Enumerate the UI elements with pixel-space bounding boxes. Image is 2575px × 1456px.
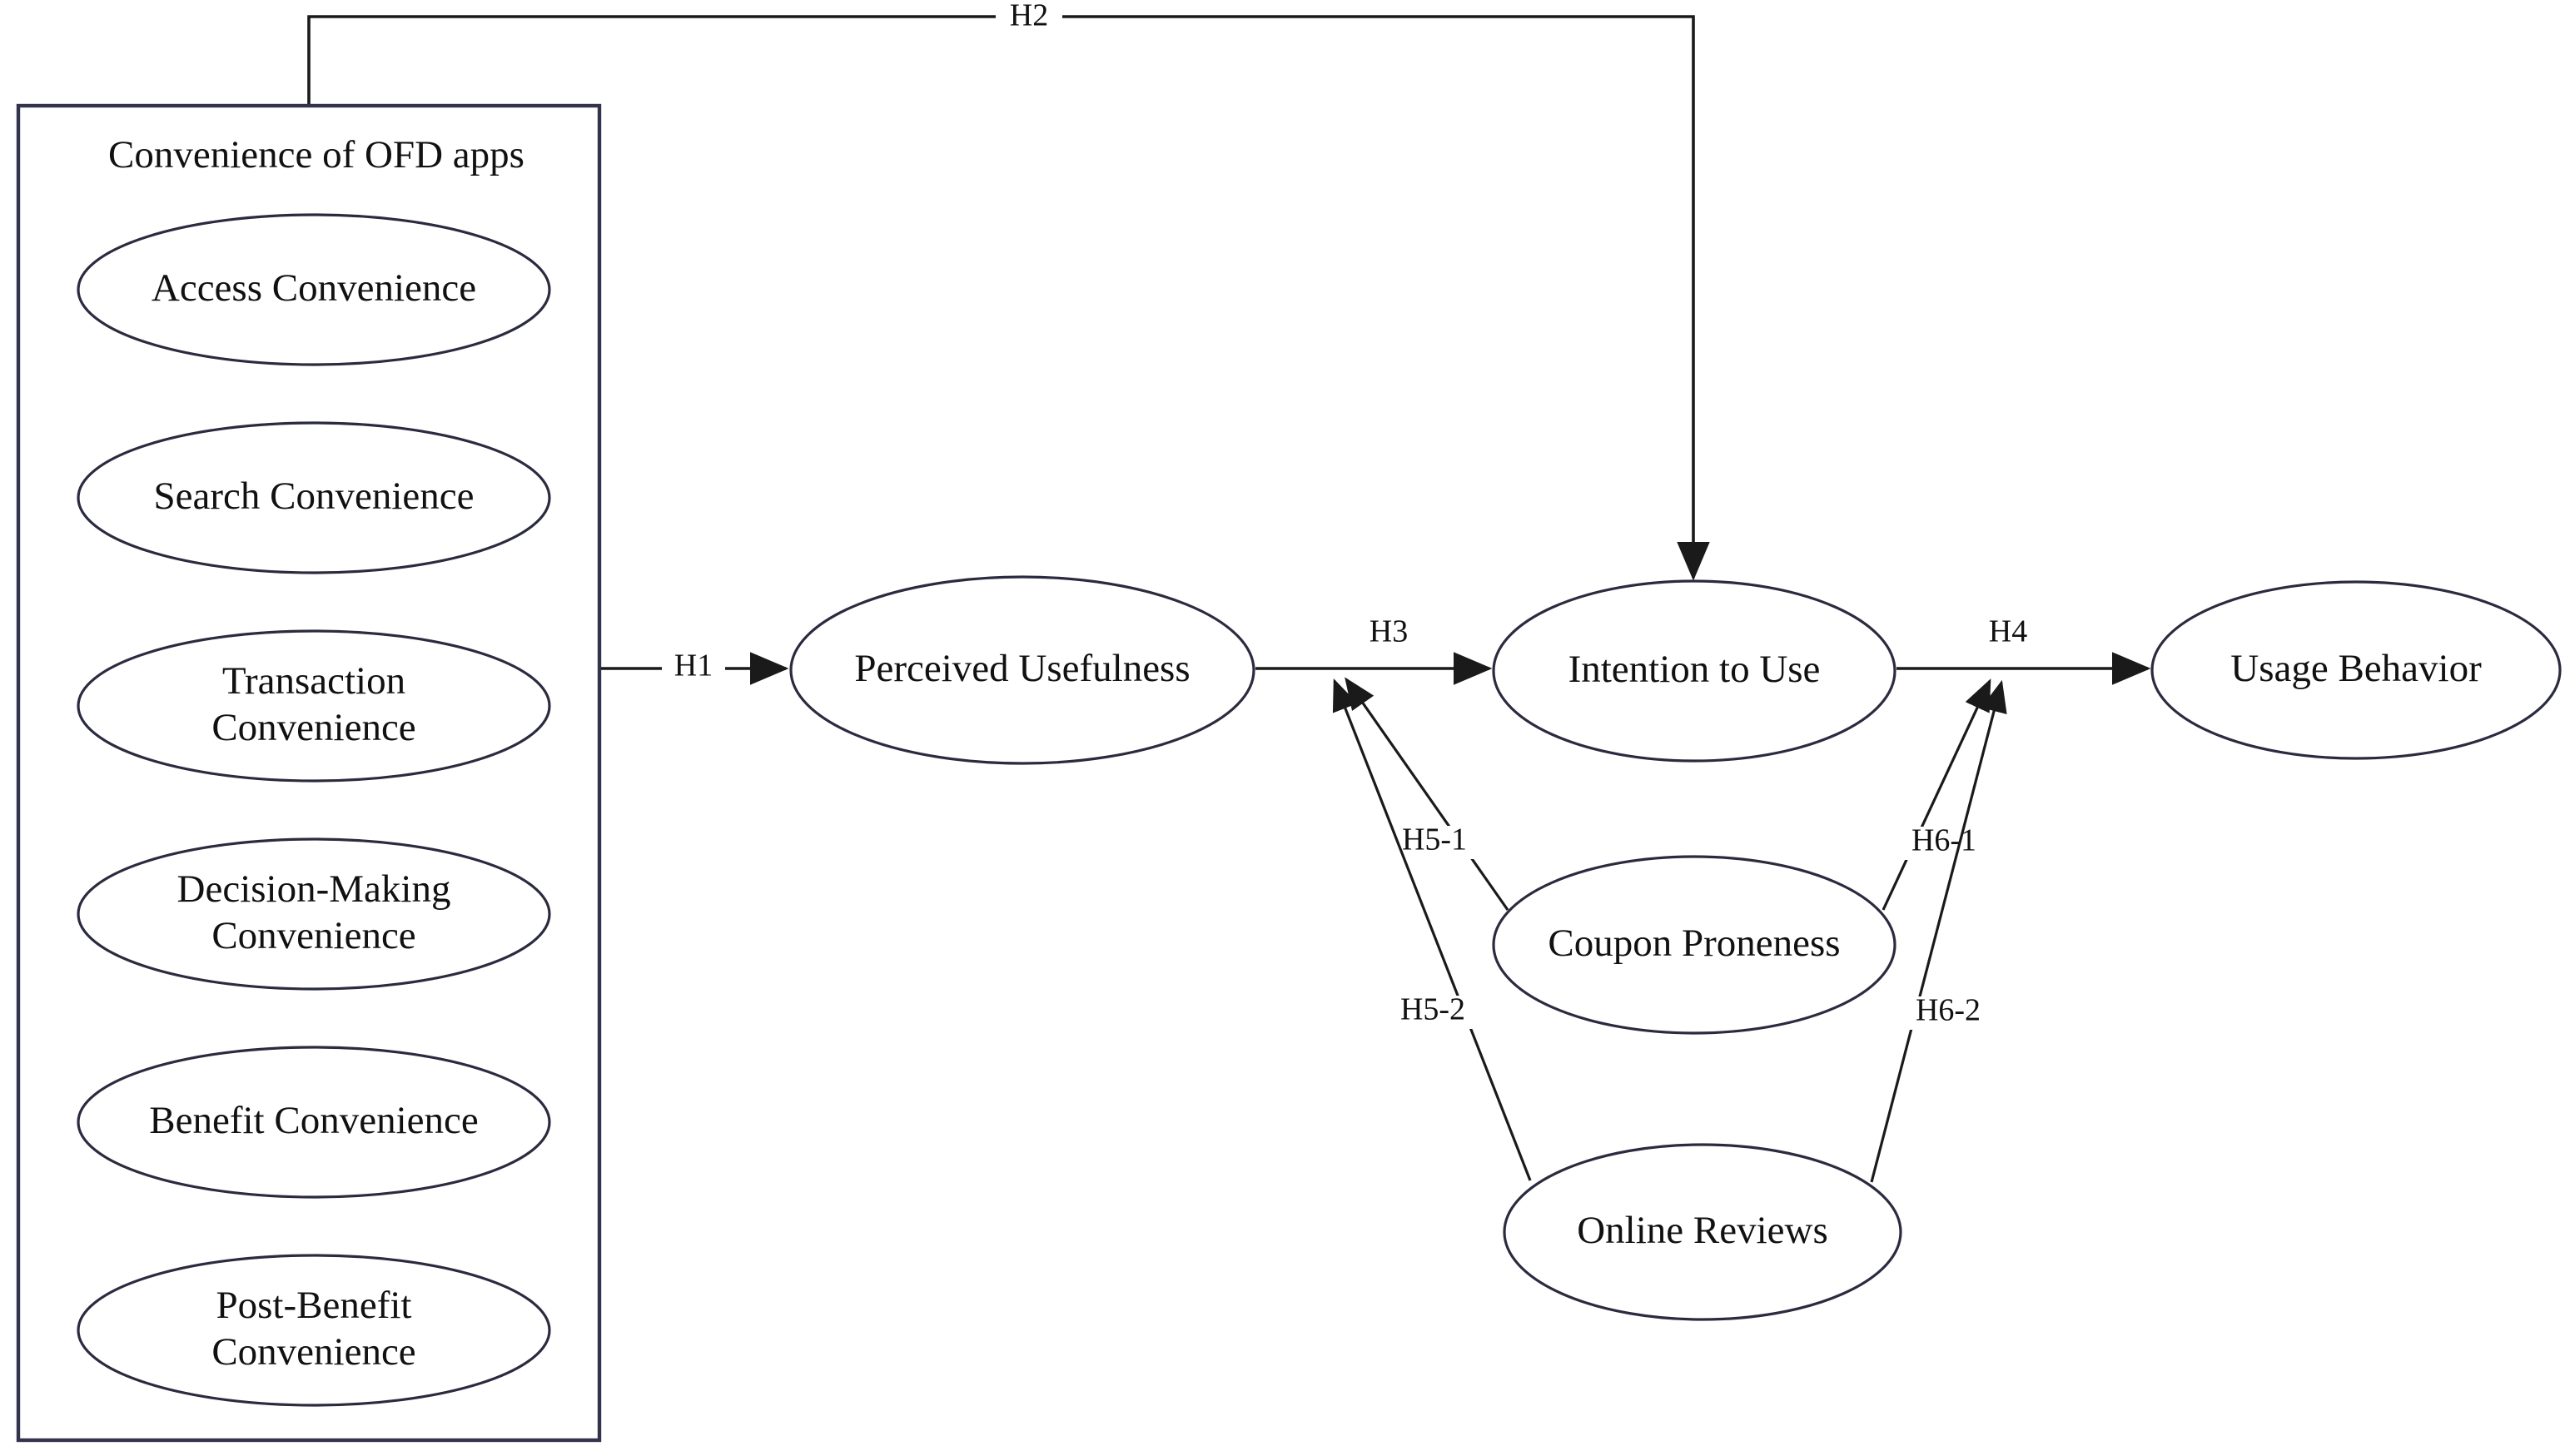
label-coupon-proneness: Coupon Proneness	[1548, 922, 1840, 965]
edge-h6-1-path	[1882, 678, 1991, 911]
ellipse-online-reviews[interactable]	[1503, 1143, 1902, 1321]
edge-h6-1-label-backdrop	[1891, 827, 1996, 860]
node-perceived-usefulness[interactable]: Perceived Usefulness	[789, 575, 1255, 765]
node-coupon-proneness[interactable]: Coupon Proneness	[1492, 855, 1896, 1035]
edge-h2-label: H2	[1010, 0, 1048, 33]
label-usage-behavior: Usage Behavior	[2230, 647, 2482, 690]
edge-h6-2-label: H6-2	[1916, 993, 1981, 1028]
ellipse-search-convenience[interactable]	[77, 421, 551, 574]
label-benefit-convenience: Benefit Convenience	[149, 1099, 478, 1142]
edge-h4-label: H4	[1989, 614, 2027, 649]
edge-h5-1-label: H5-1	[1402, 822, 1467, 857]
group-item-post-benefit[interactable]: Post-Benefit Convenience	[77, 1254, 551, 1407]
label-transaction-convenience-line2: Convenience	[211, 706, 415, 749]
label-post-benefit-convenience-line2: Convenience	[211, 1330, 415, 1374]
group-item-access[interactable]: Access Convenience	[77, 213, 551, 366]
edge-h6-2-path	[1870, 679, 2007, 1183]
group-item-search[interactable]: Search Convenience	[77, 421, 551, 574]
node-online-reviews[interactable]: Online Reviews	[1503, 1143, 1902, 1321]
node-intention-to-use[interactable]: Intention to Use	[1492, 579, 1896, 763]
label-decision-making-convenience-line1: Decision-Making	[177, 867, 451, 911]
ellipse-intention-to-use[interactable]	[1492, 579, 1896, 763]
edge-h6-2-label-backdrop	[1896, 996, 2001, 1030]
label-decision-making-convenience-line2: Convenience	[211, 914, 415, 957]
label-post-benefit-convenience-line1: Post-Benefit	[216, 1284, 412, 1327]
label-access-convenience: Access Convenience	[152, 266, 476, 310]
ellipse-post-benefit-convenience[interactable]	[77, 1254, 551, 1407]
edge-h5-2-path	[1332, 678, 1532, 1181]
edge-h2-label-backdrop	[996, 2, 1062, 33]
edge-h1-label: H1	[674, 648, 713, 683]
edge-h5-2-label: H5-2	[1400, 992, 1465, 1027]
ellipse-usage-behavior[interactable]	[2150, 580, 2562, 760]
edge-h1-label-backdrop	[662, 653, 725, 684]
edge-h5-2-label-backdrop	[1380, 996, 1485, 1029]
group-item-benefit[interactable]: Benefit Convenience	[77, 1046, 551, 1199]
group-box-title: Convenience of OFD apps	[108, 133, 524, 176]
edge-h5-1-path	[1345, 677, 1509, 911]
group-item-transaction[interactable]: Transaction Convenience	[77, 629, 551, 783]
edge-h5-1-label-backdrop	[1382, 826, 1487, 859]
label-intention-to-use: Intention to Use	[1568, 648, 1821, 691]
label-search-convenience: Search Convenience	[154, 475, 475, 518]
edge-h6-1-label: H6-1	[1911, 823, 1976, 858]
group-item-decision-making[interactable]: Decision-Making Convenience	[77, 837, 551, 991]
label-perceived-usefulness: Perceived Usefulness	[854, 647, 1190, 690]
ellipse-coupon-proneness[interactable]	[1492, 855, 1896, 1035]
ellipse-access-convenience[interactable]	[77, 213, 551, 366]
edge-h3-label: H3	[1370, 614, 1408, 649]
ellipse-decision-making-convenience[interactable]	[77, 837, 551, 991]
ellipse-transaction-convenience[interactable]	[77, 629, 551, 783]
label-online-reviews: Online Reviews	[1577, 1209, 1828, 1252]
ellipse-perceived-usefulness[interactable]	[789, 575, 1255, 765]
node-usage-behavior[interactable]: Usage Behavior	[2150, 580, 2562, 760]
ellipse-benefit-convenience[interactable]	[77, 1046, 551, 1199]
label-transaction-convenience-line1: Transaction	[222, 659, 405, 703]
